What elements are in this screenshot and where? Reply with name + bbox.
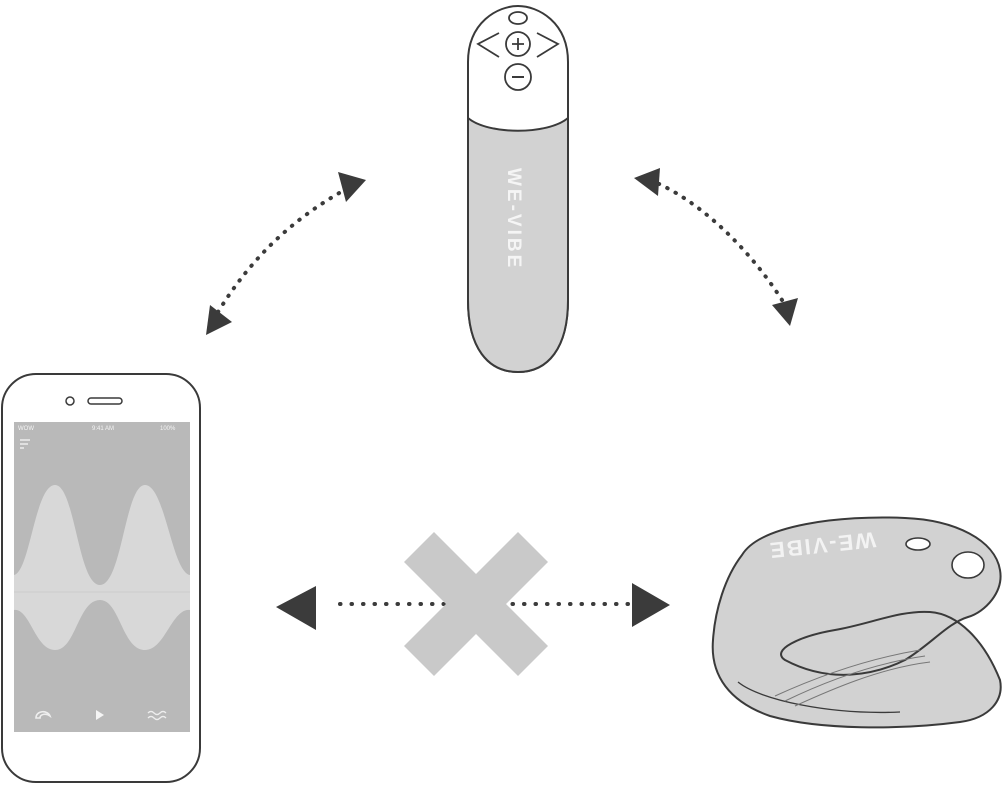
front-camera-icon <box>65 396 75 406</box>
vibrator-power-icon <box>951 551 985 579</box>
power-icon <box>508 11 528 25</box>
wave-visualization <box>14 485 190 650</box>
status-carrier: WOW <box>18 426 34 432</box>
left-arrow-icon <box>476 32 500 58</box>
status-time: 9:41 AM <box>92 426 114 432</box>
status-battery: 100% <box>160 426 176 432</box>
arrow-phone-vibrator-blocked <box>276 532 670 676</box>
arrow-remote-vibrator <box>634 168 798 326</box>
couples-vibrator: WE-VIBE <box>711 516 1002 729</box>
vibrator-button-icon <box>905 537 931 551</box>
device-icon[interactable] <box>35 710 52 719</box>
remote-brand-logo: WE-VIBE <box>503 168 524 270</box>
remote-control: WE-VIBE <box>467 4 569 374</box>
wave-mode-icon[interactable] <box>147 710 167 721</box>
menu-icon[interactable] <box>20 439 30 449</box>
arrow-phone-remote <box>206 172 366 335</box>
smartphone: WOW 9:41 AM 100% <box>1 373 201 783</box>
cross-icon <box>404 532 548 676</box>
play-icon[interactable] <box>96 710 104 720</box>
right-arrow-icon <box>536 32 560 58</box>
speaker-grille <box>87 397 123 405</box>
